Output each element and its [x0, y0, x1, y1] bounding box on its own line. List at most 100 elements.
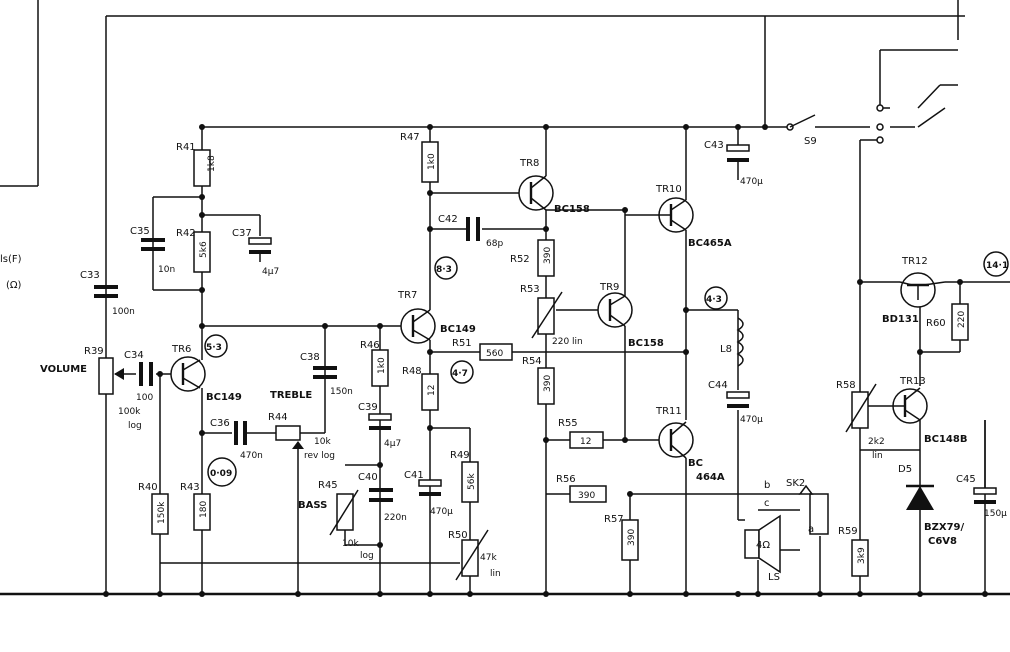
voltage-tp-3: 4·7: [450, 360, 474, 384]
svg-text:LS: LS: [768, 572, 780, 583]
svg-text:R41: R41: [176, 142, 196, 153]
svg-text:C34: C34: [124, 350, 144, 361]
svg-text:1k8: 1k8: [207, 155, 217, 172]
resistor-R42: R42 5k6: [176, 228, 211, 273]
svg-text:100k: 100k: [118, 407, 141, 417]
svg-text:R49: R49: [450, 450, 470, 461]
svg-text:R50: R50: [448, 530, 468, 541]
svg-text:S9: S9: [804, 136, 817, 147]
svg-text:TR12: TR12: [901, 256, 928, 267]
svg-text:C40: C40: [358, 472, 378, 483]
svg-text:1k0: 1k0: [427, 153, 437, 170]
resistor-R60: R60 220: [926, 303, 969, 341]
svg-text:12: 12: [580, 437, 591, 447]
svg-text:TREBLE: TREBLE: [270, 390, 312, 401]
svg-text:BC148B: BC148B: [924, 434, 967, 445]
resistor-R40: R40 150k: [138, 482, 169, 535]
svg-text:D5: D5: [898, 464, 912, 475]
svg-text:TR10: TR10: [655, 184, 682, 195]
svg-text:1k0: 1k0: [377, 357, 387, 374]
side-label-2: (Ω): [6, 280, 22, 291]
svg-text:470μ: 470μ: [740, 177, 763, 187]
svg-text:log: log: [128, 421, 142, 431]
svg-text:BZX79/: BZX79/: [924, 522, 964, 533]
svg-text:TR8: TR8: [519, 158, 539, 169]
svg-text:R46: R46: [360, 340, 380, 351]
capacitor-C45: C45 150μ: [956, 420, 1007, 519]
pot-R39-volume: R39 VOLUME 100k log: [40, 346, 142, 431]
svg-text:BC149: BC149: [440, 324, 476, 335]
svg-text:12: 12: [427, 385, 437, 396]
svg-text:470n: 470n: [240, 451, 263, 461]
resistor-R47: R47 1k0: [400, 132, 439, 183]
svg-text:R58: R58: [836, 380, 856, 391]
svg-text:3k9: 3k9: [857, 547, 867, 564]
svg-text:BASS: BASS: [298, 500, 327, 511]
svg-text:lin: lin: [490, 569, 501, 579]
svg-text:a: a: [808, 524, 814, 535]
side-label-1: ls(F): [0, 254, 22, 265]
pot-R44-treble: R44 TREBLE 10k rev log: [268, 390, 335, 461]
svg-text:150n: 150n: [330, 387, 353, 397]
svg-text:4·3: 4·3: [706, 295, 722, 305]
resistor-R55: R55 12: [558, 418, 604, 449]
svg-text:4·7: 4·7: [452, 369, 468, 379]
svg-text:100n: 100n: [112, 307, 135, 317]
capacitor-C43: C43 470μ: [704, 140, 763, 187]
svg-text:R47: R47: [400, 132, 420, 143]
wiring: [0, 0, 1010, 596]
svg-text:R60: R60: [926, 318, 946, 329]
resistor-R52: R52 390: [510, 239, 555, 277]
voltage-tp-1: 5·3: [204, 334, 228, 358]
svg-text:10k: 10k: [342, 539, 359, 549]
svg-text:150k: 150k: [157, 501, 167, 524]
svg-text:BC158: BC158: [628, 338, 664, 349]
speaker-LS: 4Ω LS: [744, 514, 781, 583]
svg-text:390: 390: [543, 375, 553, 392]
capacitor-C39: C39 4μ7: [358, 402, 401, 449]
switch-S9: S9: [786, 104, 884, 147]
pot-R45-bass: R45 BASS 10k log: [298, 480, 374, 561]
resistor-R46: R46 1k0: [360, 340, 389, 387]
resistor-R56: R56 390: [556, 474, 607, 503]
svg-text:R55: R55: [558, 418, 578, 429]
voltage-tp-6: 14·1: [983, 251, 1009, 277]
svg-text:390: 390: [543, 247, 553, 264]
capacitor-C40: C40 220n: [358, 472, 407, 523]
svg-text:C33: C33: [80, 270, 100, 281]
svg-text:56k: 56k: [467, 473, 477, 490]
svg-text:R57: R57: [604, 514, 624, 525]
svg-text:47k: 47k: [480, 553, 497, 563]
svg-text:C38: C38: [300, 352, 320, 363]
svg-text:5·3: 5·3: [206, 343, 222, 353]
svg-text:BC465A: BC465A: [688, 238, 732, 249]
svg-text:5k6: 5k6: [199, 241, 209, 258]
svg-text:390: 390: [627, 529, 637, 546]
svg-text:R39: R39: [84, 346, 104, 357]
transistor-TR13: TR13 BC148B: [890, 376, 967, 445]
svg-text:R52: R52: [510, 254, 530, 265]
svg-text:lin: lin: [872, 451, 883, 461]
svg-text:0·09: 0·09: [210, 469, 232, 479]
voltage-tp-4: 4·3: [704, 286, 728, 310]
svg-text:SK2: SK2: [786, 478, 805, 489]
transistor-TR8: TR8 BC158: [518, 158, 590, 215]
capacitor-C38: C38 150n: [300, 352, 353, 397]
svg-text:220n: 220n: [384, 513, 407, 523]
svg-text:BD131: BD131: [882, 314, 919, 325]
svg-text:R42: R42: [176, 228, 196, 239]
resistor-R59: R59 3k9: [838, 526, 869, 577]
transistor-TR6: TR6 BC149: [170, 344, 242, 403]
svg-text:220 lin: 220 lin: [552, 337, 583, 347]
svg-text:C45: C45: [956, 474, 976, 485]
svg-text:R56: R56: [556, 474, 576, 485]
svg-text:C37: C37: [232, 228, 252, 239]
transistor-TR11: TR11 BC 464A: [655, 406, 725, 483]
svg-text:BC158: BC158: [554, 204, 590, 215]
svg-text:BC: BC: [688, 458, 703, 469]
resistor-R43: R43 180: [180, 482, 211, 531]
transistor-TR10: TR10 BC465A: [625, 184, 732, 249]
resistor-R57: R57 390: [604, 514, 639, 561]
svg-text:470μ: 470μ: [740, 415, 763, 425]
resistor-R51: R51 560: [452, 338, 513, 361]
